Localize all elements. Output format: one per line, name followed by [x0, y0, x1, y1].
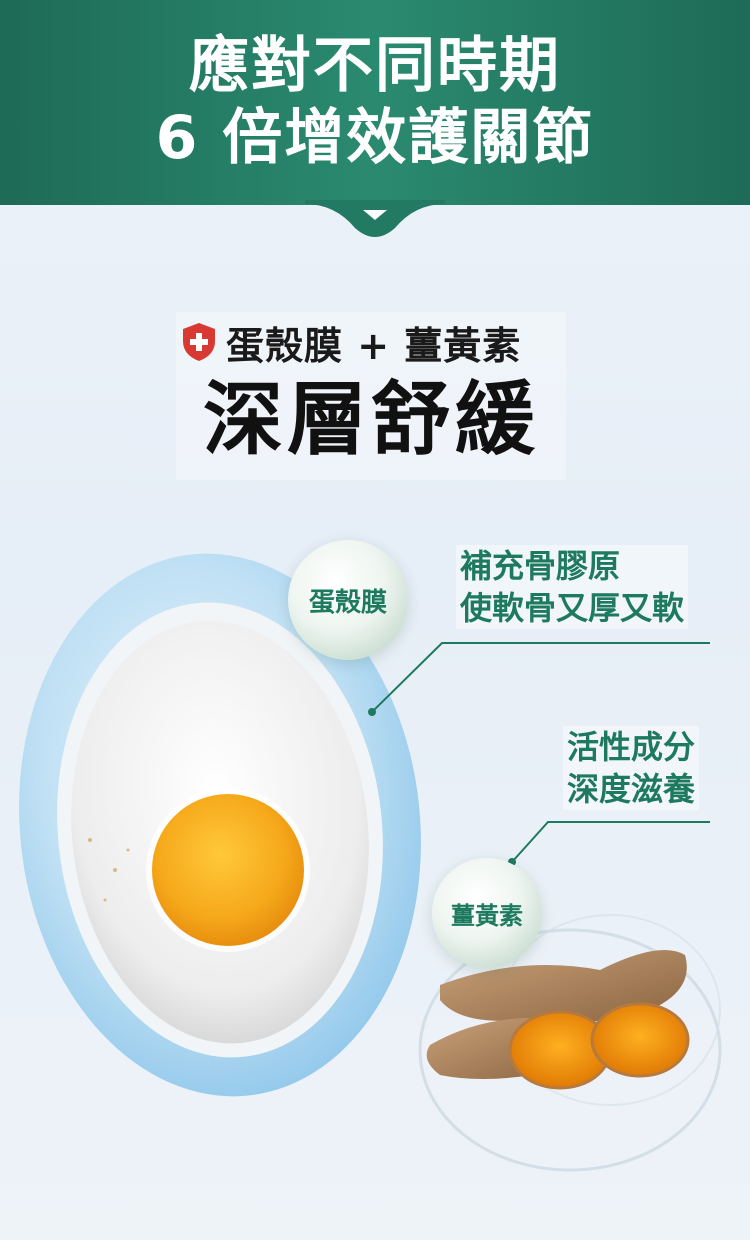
eggshell-bubble-label: 蛋殼膜: [308, 587, 387, 618]
subhead-headline: 深層舒緩: [203, 373, 539, 466]
subhead-panel: [176, 312, 566, 480]
eggshell-callout: 補充骨膠原 使軟骨又厚又軟: [456, 545, 689, 629]
subhead-ingredients-row: 蛋殼膜 + 薑黃素: [180, 316, 521, 368]
curcumin-callout: 活性成分 深度滋養: [563, 726, 700, 810]
chevron-down-icon: [363, 210, 387, 220]
eggshell-membrane-bubble: 蛋殼膜: [288, 540, 408, 660]
turmeric-illustration: [418, 914, 722, 1172]
curcumin-bubble: 薑黃素: [432, 858, 542, 968]
header-title-line1: 應對不同時期: [189, 31, 561, 101]
eggshell-callout-line2: 使軟骨又厚又軟: [460, 589, 685, 627]
egg-illustration: [19, 553, 421, 1097]
curcumin-callout-line2: 深度滋養: [567, 770, 696, 808]
subhead-ingredients: 蛋殼膜 + 薑黃素: [226, 323, 522, 368]
header-title-line2: 6 倍增效護關節: [155, 103, 595, 173]
eggshell-callout-line1: 補充骨膠原: [460, 547, 621, 585]
header-title: 應對不同時期 6 倍增效護關節: [0, 30, 750, 174]
header-notch-arrow: [305, 200, 445, 237]
curcumin-callout-line1: 活性成分: [567, 728, 696, 766]
curcumin-bubble-label: 薑黃素: [451, 901, 523, 930]
header-banner: 應對不同時期 6 倍增效護關節: [0, 0, 750, 205]
red-shield-cross-icon: [183, 323, 215, 361]
